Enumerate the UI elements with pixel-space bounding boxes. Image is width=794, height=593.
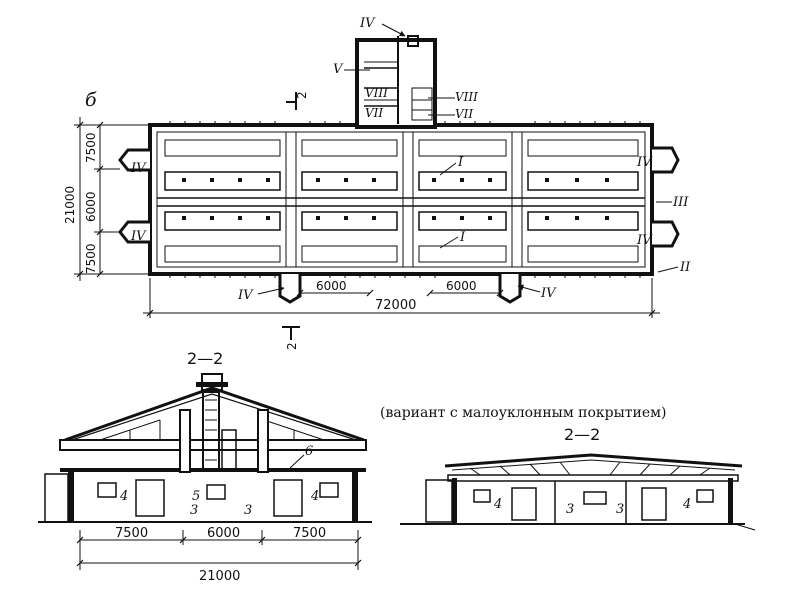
dim-bottom-a: 6000 [316, 279, 347, 293]
callout-i-bottom: I [459, 230, 466, 245]
callout-vii-left: VII [365, 106, 383, 120]
dim-total-width: 21000 [63, 186, 77, 224]
callout-viii-right: VIII [455, 90, 478, 104]
section-mark-top: 2 [295, 91, 309, 99]
section-left-callout-3b: 3 [244, 503, 252, 518]
plan-label-b: б [85, 89, 97, 111]
plan-stall-rows [164, 139, 639, 263]
dim-left-top: 7500 [84, 132, 98, 163]
callout-vii-right: VII [455, 107, 473, 121]
section-right-callout-4a: 4 [493, 497, 502, 512]
section-left-dim-total: 21000 [199, 569, 240, 584]
section-right-callout-4b: 4 [682, 497, 691, 512]
section-right-title: 2—2 [564, 425, 600, 444]
callout-iv-left-top: IV [130, 161, 147, 176]
plan-section-marks: 2 2 [282, 91, 309, 350]
dim-left-bottom: 7500 [84, 243, 98, 274]
plan-window-ticks [169, 121, 641, 278]
callout-viii-left: VIII [365, 86, 388, 100]
plan-annex [355, 35, 437, 129]
section-left-callout-4a: 4 [119, 489, 128, 504]
section-left-title: 2—2 [187, 349, 223, 368]
callout-iv-bottom-right: IV [540, 286, 557, 301]
callout-iii: III [672, 195, 689, 210]
plan-left-dimensions: 7500 6000 7500 21000 [63, 117, 150, 281]
section-gable-roof: 2—2 6 5 3 3 4 4 [38, 349, 372, 584]
callout-v: V [333, 62, 344, 77]
section-left-dim-c: 7500 [293, 526, 326, 541]
floor-plan: 7500 6000 7500 21000 6000 6000 72000 2 2… [63, 16, 691, 350]
section-left-dim-b: 6000 [207, 526, 240, 541]
callout-iv-left-bottom: IV [130, 229, 147, 244]
section-low-slope-roof: (вариант с малоуклонным покрытием) 2—2 4… [380, 405, 756, 531]
plan-aisles [157, 132, 645, 267]
callout-iv-right-top: IV [636, 155, 653, 170]
dim-bottom-b: 6000 [446, 279, 477, 293]
plan-feeders [182, 178, 609, 220]
callout-i-top: I [457, 155, 464, 170]
plan-callouts: б IV V VIII VII VIII VII IV IV IV IV III… [85, 16, 691, 303]
callout-iv-bottom-left: IV [237, 288, 254, 303]
dim-total-length: 72000 [375, 298, 416, 313]
section-right-caption: (вариант с малоуклонным покрытием) [380, 405, 667, 421]
section-left-callout-4b: 4 [310, 489, 319, 504]
callout-ii: II [679, 260, 691, 275]
plan-outer-wall [148, 123, 654, 276]
section-left-dim-a: 7500 [115, 526, 148, 541]
section-left-callout-5: 5 [192, 489, 200, 504]
dim-left-mid: 6000 [84, 191, 98, 222]
callout-iv-top: IV [359, 16, 376, 31]
plan-bottom-dimensions: 6000 6000 72000 [143, 278, 660, 318]
section-right-callout-3b: 3 [616, 502, 624, 517]
callout-iv-right-bottom: IV [636, 233, 653, 248]
section-right-callout-3a: 3 [566, 502, 574, 517]
plan-vestibules [118, 146, 680, 304]
section-mark-bottom: 2 [285, 342, 299, 350]
section-left-callout-3a: 3 [190, 503, 198, 518]
section-left-callout-6: 6 [305, 444, 313, 459]
